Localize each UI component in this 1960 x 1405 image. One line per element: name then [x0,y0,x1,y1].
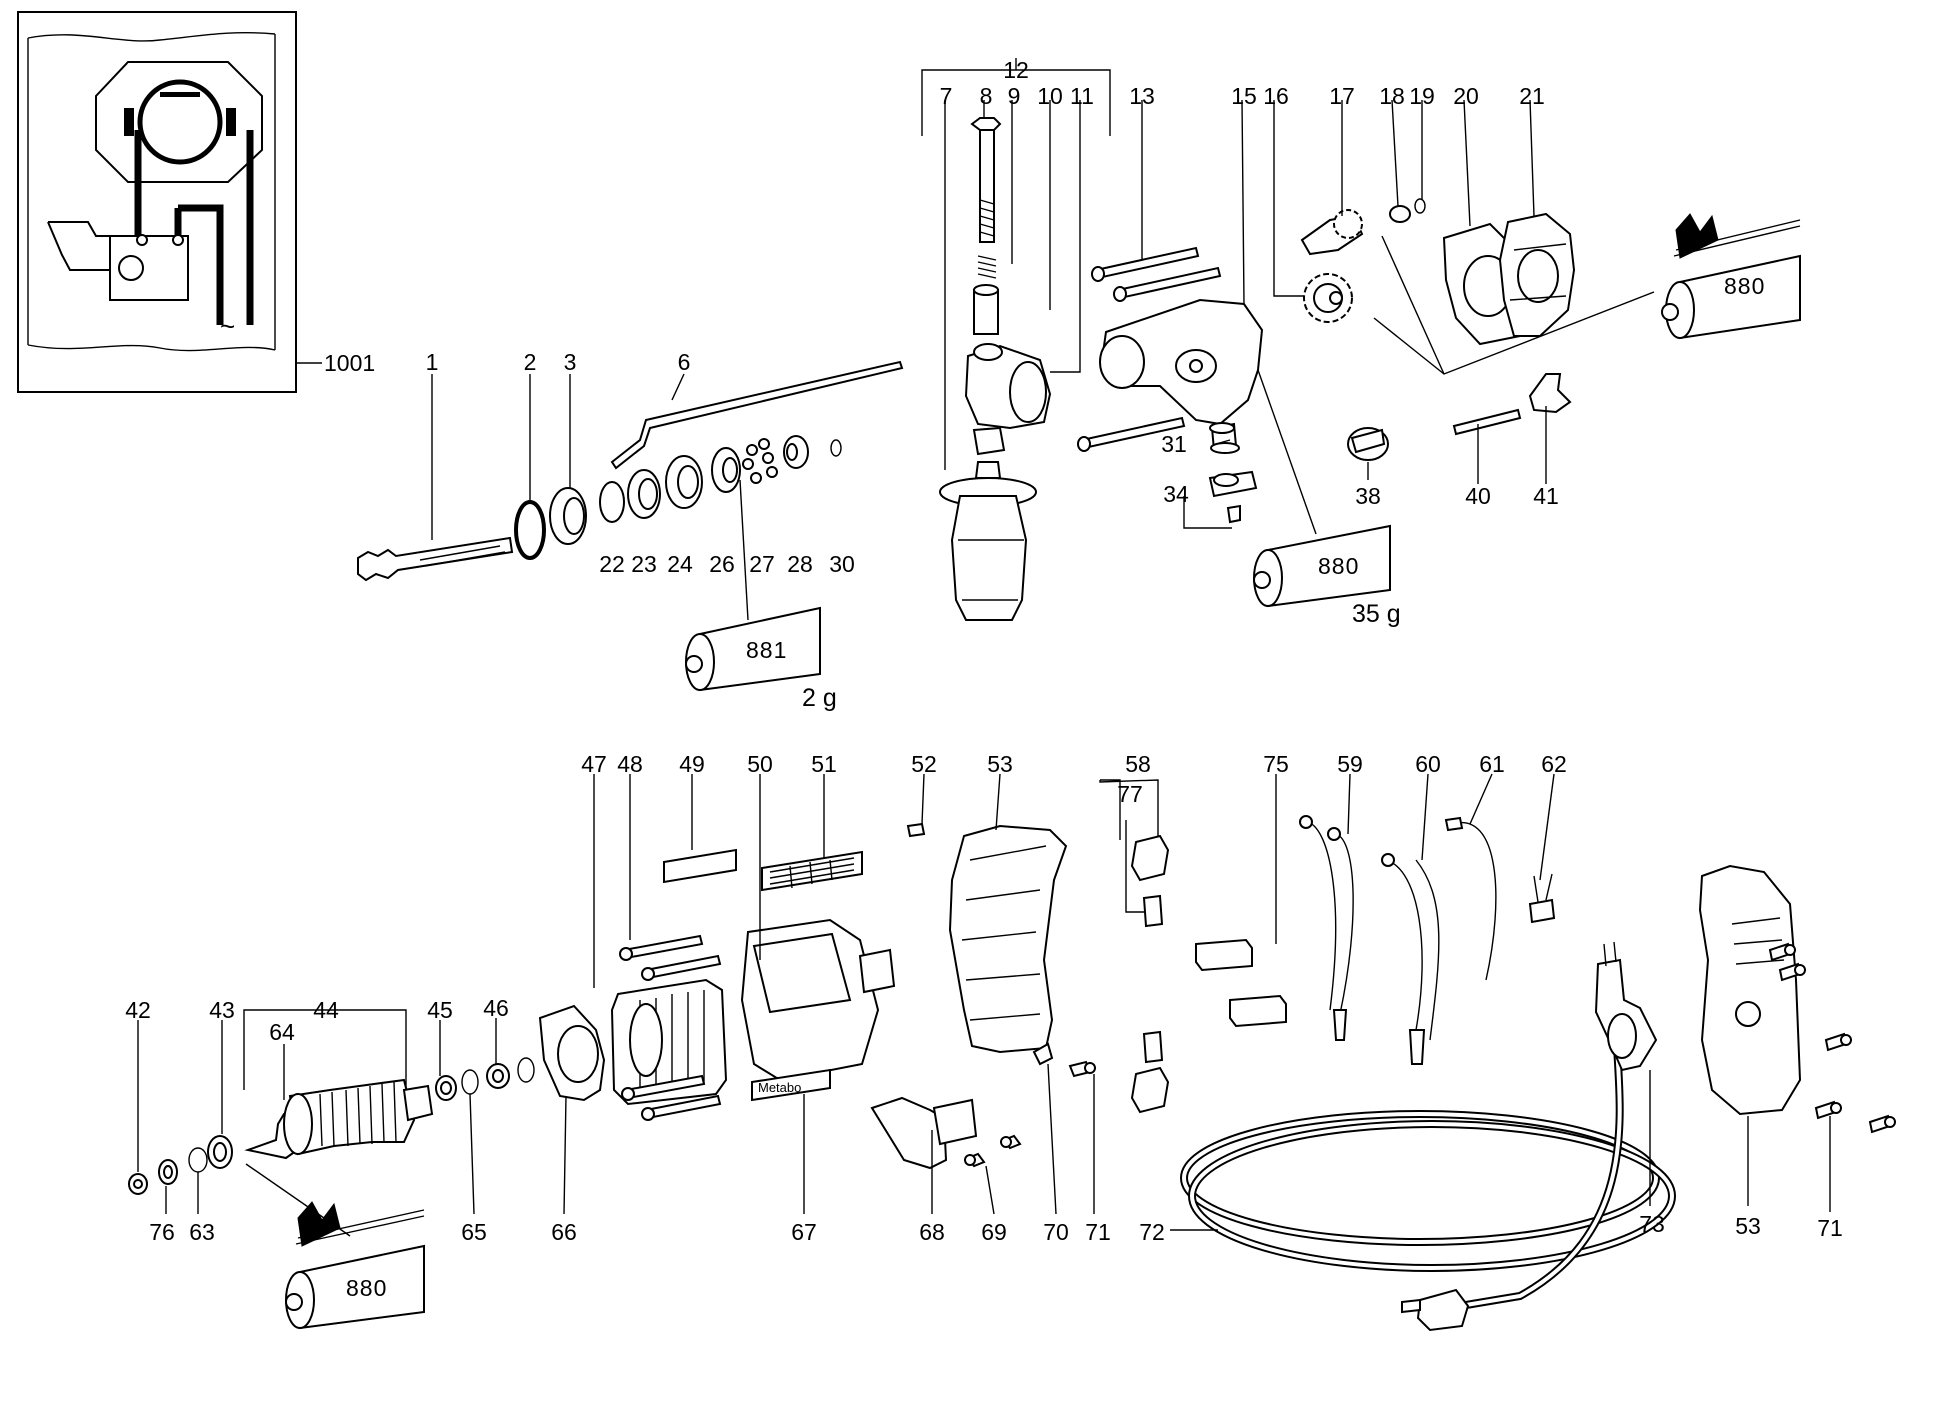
part-label-71-right: 71 [1817,1215,1843,1241]
part-label-16: 16 [1263,83,1289,109]
part-label-42: 42 [125,997,151,1023]
grease-tube-top-right: 880 [1661,213,1801,340]
part-label-20: 20 [1453,83,1479,109]
part-label-8: 8 [980,83,993,109]
part-label-65: 65 [461,1219,487,1245]
part-label-13: 13 [1129,83,1155,109]
part-label-11: 11 [1070,83,1094,109]
part-label-26: 26 [709,551,735,577]
tube-label-880-top-right: 880 [1724,273,1765,299]
part-label-72: 72 [1139,1219,1165,1245]
part-label-38: 38 [1355,483,1381,509]
part-label-68: 68 [919,1219,945,1245]
part-label-47: 47 [581,751,607,777]
part-label-22: 22 [599,551,625,577]
part-label-10: 10 [1037,83,1063,109]
tube-label-881: 881 [746,637,787,663]
wiring-diagram-inset: ~ 1001 [17,11,375,393]
part-label-69: 69 [981,1219,1007,1245]
part-label-17: 17 [1329,83,1355,109]
part-label-71: 71 [1085,1219,1111,1245]
part-label-6: 6 [678,349,691,375]
part-label-66: 66 [551,1219,577,1245]
part-label-24: 24 [667,551,693,577]
part-label-76: 76 [149,1219,175,1245]
part-label-3: 3 [564,349,577,375]
part-label-28: 28 [787,551,813,577]
part-label-21: 21 [1519,83,1545,109]
part-label-40: 40 [1465,483,1491,509]
part-label-46: 46 [483,995,509,1021]
part-label-51: 51 [811,751,837,777]
part-label-70: 70 [1043,1219,1069,1245]
part-label-7: 7 [940,83,953,109]
part-label-27: 27 [749,551,775,577]
part-label-34: 34 [1163,481,1189,507]
nameplate-text: Metabo [758,1080,801,1095]
gear-housing-assembly [1077,99,1655,535]
part-label-77: 77 [1117,781,1143,807]
part-label-1001: 1001 [324,350,375,376]
part-label-52: 52 [911,751,937,777]
part-label-49: 49 [679,751,705,777]
ac-symbol: ~ [220,311,235,341]
side-handle-assembly [921,58,1111,621]
part-label-58: 58 [1125,751,1151,777]
part-label-15: 15 [1231,83,1257,109]
grease-tube-880-center: 880 35 g [1253,524,1401,628]
part-label-1: 1 [426,349,439,375]
grease-tube-880-bottom-left: 880 [285,1201,425,1330]
part-label-12: 12 [1003,57,1029,83]
part-label-53-right: 53 [1735,1213,1761,1239]
spindle-assembly [357,360,904,621]
part-label-73: 73 [1639,1211,1665,1237]
part-label-61: 61 [1479,751,1505,777]
part-label-23: 23 [631,551,657,577]
tube-weight-881: 2 g [802,684,837,712]
part-label-30: 30 [829,551,855,577]
part-label-60: 60 [1415,751,1441,777]
part-label-59: 59 [1337,751,1363,777]
part-label-43: 43 [209,997,235,1023]
part-label-64: 64 [269,1019,295,1045]
part-label-48: 48 [617,751,643,777]
part-label-62: 62 [1541,751,1567,777]
part-label-75: 75 [1263,751,1289,777]
part-label-44: 44 [313,997,339,1023]
motor-assembly: Metabo [128,773,1896,1332]
part-label-45: 45 [427,997,453,1023]
tube-label-880-center: 880 [1318,553,1359,579]
part-label-19: 19 [1409,83,1435,109]
tube-label-880-bottom-left: 880 [346,1275,387,1301]
part-label-9: 9 [1008,83,1021,109]
part-number-labels: 1 2 3 6 7 8 9 10 11 12 13 15 16 17 18 19… [125,57,1843,1245]
part-label-2: 2 [524,349,537,375]
part-label-53: 53 [987,751,1013,777]
part-label-63: 63 [189,1219,215,1245]
part-label-41: 41 [1533,483,1559,509]
tube-weight-880-center: 35 g [1352,600,1401,628]
grease-tube-881: 881 2 g [685,606,837,712]
part-label-31: 31 [1161,431,1187,457]
part-label-18: 18 [1379,83,1405,109]
part-label-67: 67 [791,1219,817,1245]
part-label-50: 50 [747,751,773,777]
